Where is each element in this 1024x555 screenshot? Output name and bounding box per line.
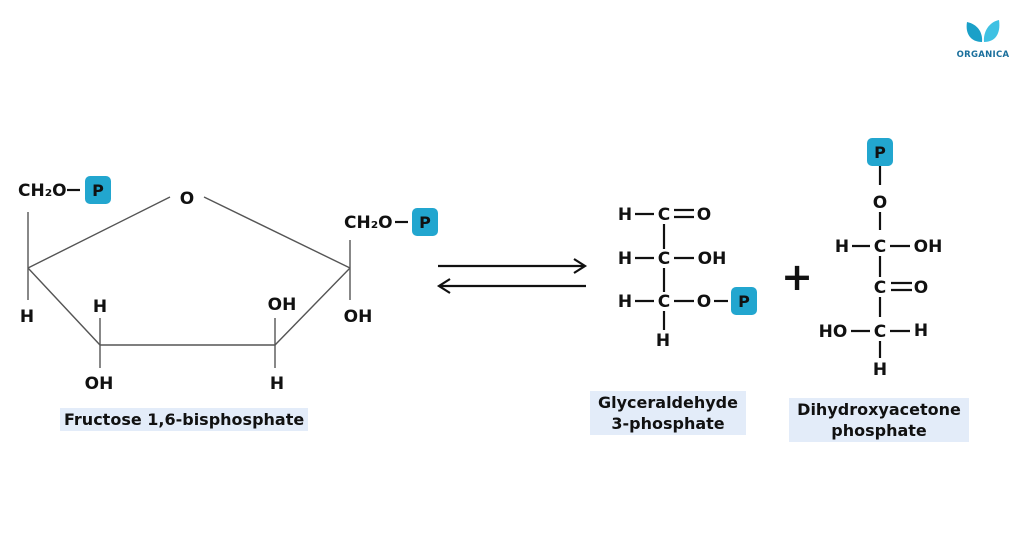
h-c4: H — [270, 374, 284, 394]
ring-bond-o-c5 — [203, 196, 351, 269]
g3p-label-line2: 3-phosphate — [611, 414, 725, 433]
oh-right: OH — [344, 307, 373, 327]
dhap-h-bottom: H — [873, 360, 887, 380]
dhap-ho3: HO — [819, 322, 848, 342]
brand-logo: ORGANICA — [952, 18, 1014, 60]
ring-bonds-lower — [27, 267, 351, 346]
g3p-label-line1: Glyceraldehyde — [598, 393, 738, 412]
dhap-label-line1: Dihydroxyacetone — [797, 400, 961, 419]
leaf-icon — [966, 20, 1000, 42]
ch2o-left-label: CH₂O — [18, 181, 67, 201]
dhap-label-line2: phosphate — [831, 421, 927, 440]
g3p-o1: O — [697, 205, 711, 225]
dhap-molecule: P O H C OH C O HO C H H — [819, 138, 943, 380]
oh-c3: OH — [85, 374, 114, 394]
fructose-label: Fructose 1,6-bisphosphate — [60, 408, 309, 431]
g3p-o3: O — [697, 292, 711, 312]
g3p-c1: C — [658, 205, 670, 225]
equilibrium-arrows — [436, 258, 588, 294]
g3p-phosphate-label: P — [738, 292, 750, 311]
g3p-molecule: H C O H C OH H C O P H — [618, 205, 757, 351]
g3p-h2: H — [618, 249, 632, 269]
g3p-c3: C — [658, 292, 670, 312]
g3p-h-bottom: H — [656, 331, 670, 351]
dhap-c1: C — [874, 237, 886, 257]
h-left: H — [20, 307, 34, 327]
fructose-molecule: CH₂O P O CH₂O P H H OH OH H OH — [18, 176, 438, 394]
ring-bond-c2-o — [27, 196, 171, 269]
dhap-o-top: O — [873, 193, 887, 213]
g3p-h1: H — [618, 205, 632, 225]
g3p-h3: H — [618, 292, 632, 312]
dhap-h3: H — [914, 321, 928, 341]
g3p-oh2: OH — [698, 249, 727, 269]
h-c3: H — [93, 297, 107, 317]
plus-sign: + — [781, 255, 813, 299]
g3p-label: Glyceraldehyde 3-phosphate — [590, 391, 746, 435]
dhap-phosphate-label: P — [874, 143, 886, 162]
ring-oxygen: O — [180, 189, 194, 209]
dhap-label: Dihydroxyacetone phosphate — [789, 398, 969, 442]
dhap-o2: O — [914, 278, 928, 298]
dhap-oh1: OH — [914, 237, 943, 257]
brand-name: ORGANICA — [956, 50, 1010, 60]
g3p-c2: C — [658, 249, 670, 269]
dhap-c2: C — [874, 278, 886, 298]
dhap-h1: H — [835, 237, 849, 257]
oh-c4: OH — [268, 295, 297, 315]
phosphate-right-label: P — [419, 213, 431, 232]
ch2o-right-label: CH₂O — [344, 213, 393, 233]
phosphate-left-label: P — [92, 181, 104, 200]
dhap-c3: C — [874, 322, 886, 342]
